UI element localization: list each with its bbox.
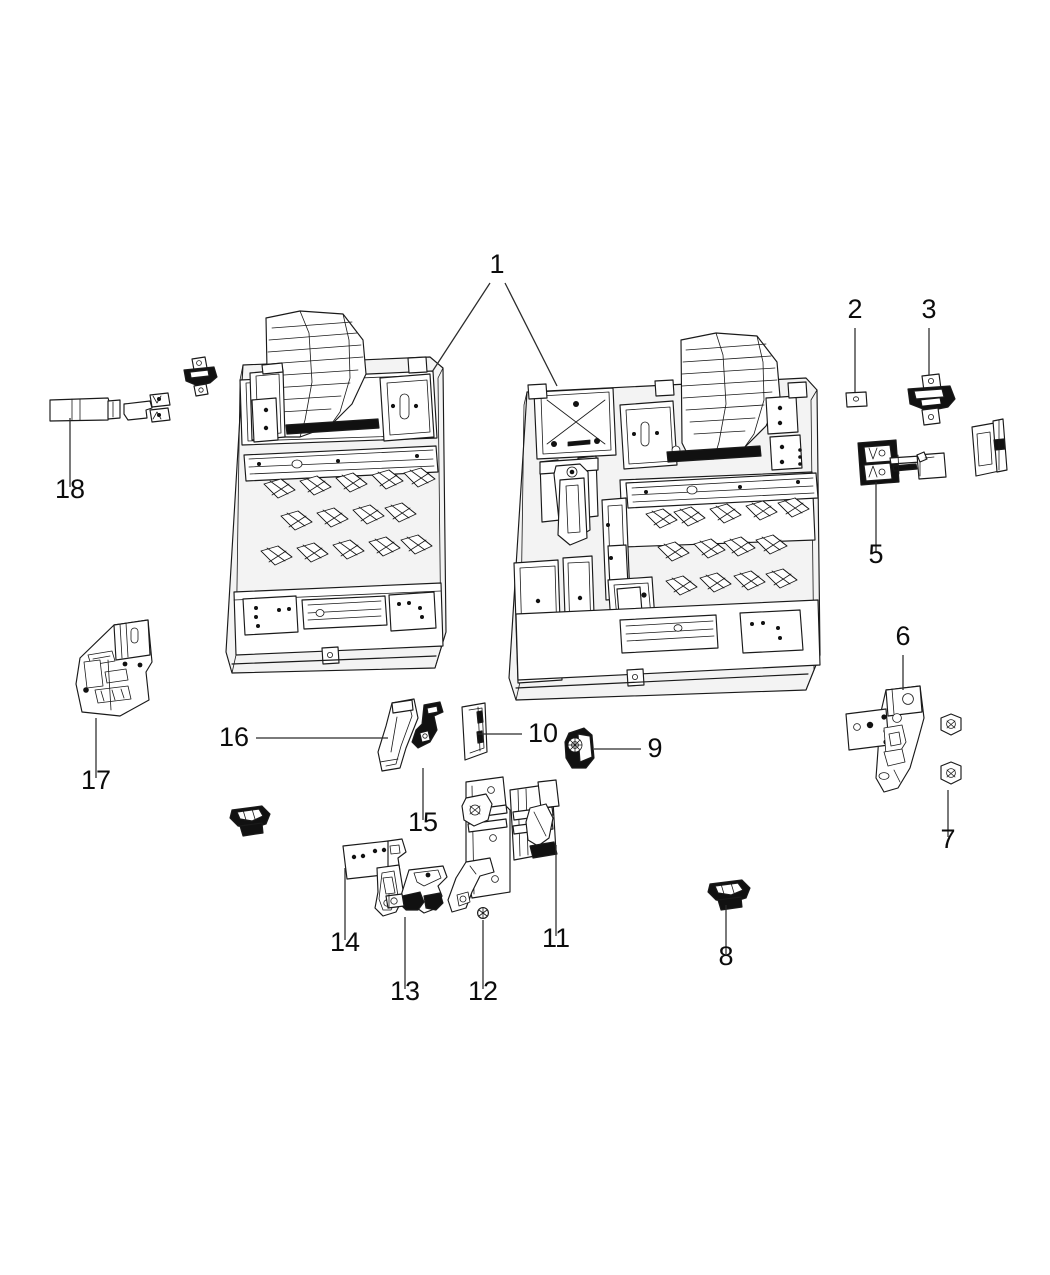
callout-number-17[interactable]: 17: [81, 765, 111, 795]
callout-leader-lines: [69, 282, 949, 989]
part-push-in-retainer-lower: [707, 879, 751, 911]
part-top-pivot-clip: [183, 356, 218, 397]
part-headrest-guide-bracket: [123, 392, 171, 423]
callout-number-15[interactable]: 15: [408, 807, 438, 837]
foam-boss-group-left: [260, 467, 436, 566]
part-mounting-bracket-plate: [342, 838, 407, 917]
callout-number-3[interactable]: 3: [921, 294, 936, 324]
callout-number-5[interactable]: 5: [868, 539, 883, 569]
part-side-trim-clip: [971, 418, 1008, 477]
part-flange-nut: [940, 713, 962, 785]
part-center-latch-assembly: [447, 776, 560, 919]
callout-number-13[interactable]: 13: [390, 976, 420, 1006]
part-seat-back-hinge-left: [75, 619, 153, 717]
part-pivot-bolt: [477, 907, 489, 919]
callout-number-16[interactable]: 16: [219, 722, 249, 752]
part-upper-pivot-bracket: [907, 373, 956, 426]
callout-number-2[interactable]: 2: [847, 294, 862, 324]
callout-number-18[interactable]: 18: [55, 474, 85, 504]
part-wedge-shim-plate: [461, 702, 488, 761]
callout-number-6[interactable]: 6: [895, 621, 910, 651]
part-release-lever: [385, 865, 448, 914]
part-latch-release-actuator: [857, 439, 922, 486]
callout-number-7[interactable]: 7: [940, 824, 955, 854]
callout-number-1[interactable]: 1: [489, 249, 504, 279]
part-seat-back-frame-left: [225, 310, 447, 674]
callout-number-8[interactable]: 8: [718, 941, 733, 971]
part-small-block-clip: [845, 391, 868, 408]
leader-line-1-0: [431, 282, 491, 373]
callout-number-11[interactable]: 11: [542, 923, 570, 953]
callout-number-10[interactable]: 10: [528, 718, 558, 748]
leader-line-1-1: [504, 282, 558, 387]
part-small-hook-clip: [411, 701, 444, 749]
part-push-in-retainer-left: [229, 805, 271, 837]
foam-boss-group-right: [645, 497, 810, 596]
callout-number-14[interactable]: 14: [330, 927, 360, 957]
part-seat-back-hinge-right: [845, 685, 925, 793]
part-headrest-guide-sleeve: [49, 397, 121, 422]
part-small-spacer-block: [916, 451, 947, 480]
callout-number-9[interactable]: 9: [647, 733, 662, 763]
part-trim-finisher-arm: [377, 698, 419, 772]
part-seat-back-frame-right: [508, 332, 821, 701]
callout-number-12[interactable]: 12: [468, 976, 498, 1006]
part-cam-lock-plate: [564, 727, 595, 769]
